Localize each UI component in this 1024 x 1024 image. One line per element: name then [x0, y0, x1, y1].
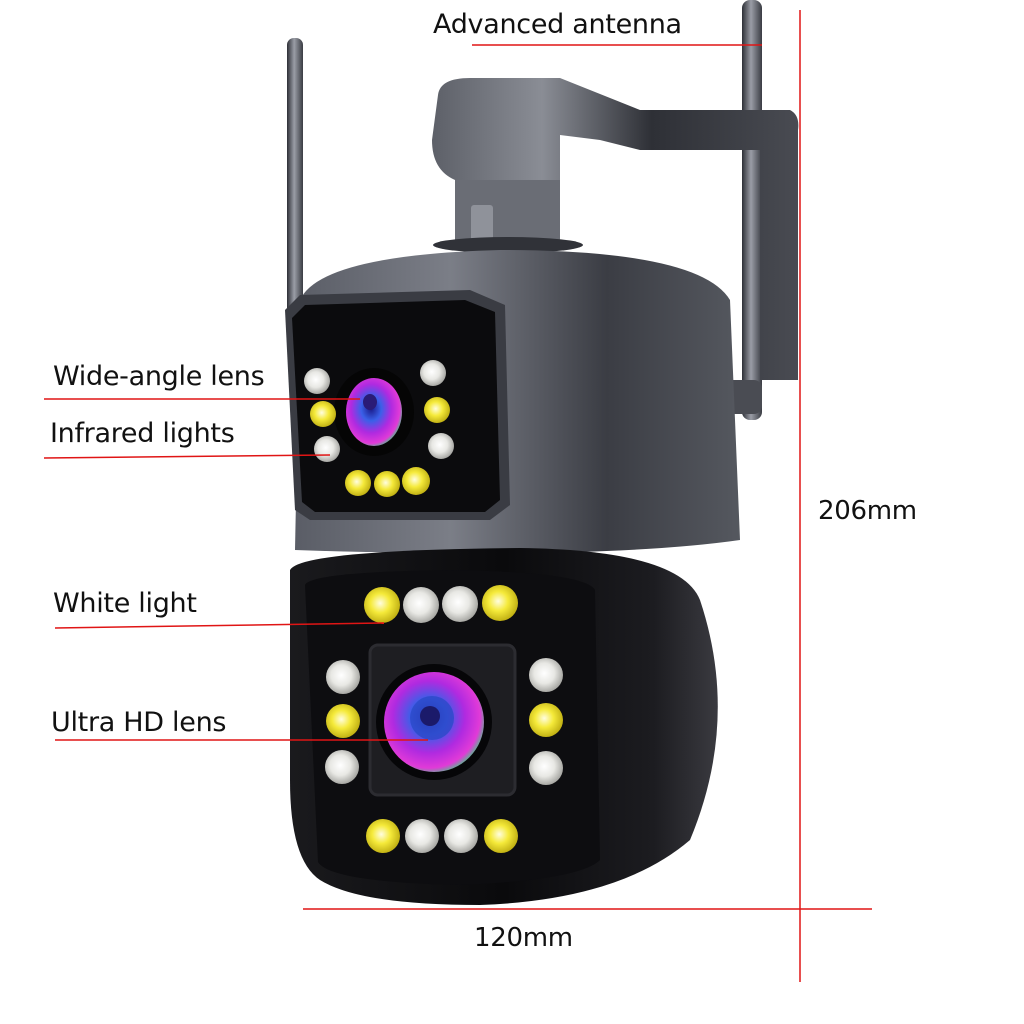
callout-ultra-hd-lens: Ultra HD lens	[51, 707, 227, 738]
callout-lines	[43, 44, 762, 741]
callout-infrared-lights: Infrared lights	[50, 418, 235, 449]
dimension-lines	[303, 10, 872, 982]
ultra-hd-lens	[376, 664, 492, 780]
antenna-left	[287, 38, 303, 338]
callout-white-light: White light	[53, 588, 197, 619]
callout-wide-angle-lens: Wide-angle lens	[53, 361, 265, 392]
white-lights	[325, 585, 563, 853]
dimension-width: 120mm	[474, 923, 573, 953]
infrared-lights	[304, 360, 454, 497]
callout-antenna: Advanced antenna	[433, 9, 682, 40]
dimension-height: 206mm	[818, 496, 917, 526]
wide-angle-lens	[334, 368, 414, 456]
